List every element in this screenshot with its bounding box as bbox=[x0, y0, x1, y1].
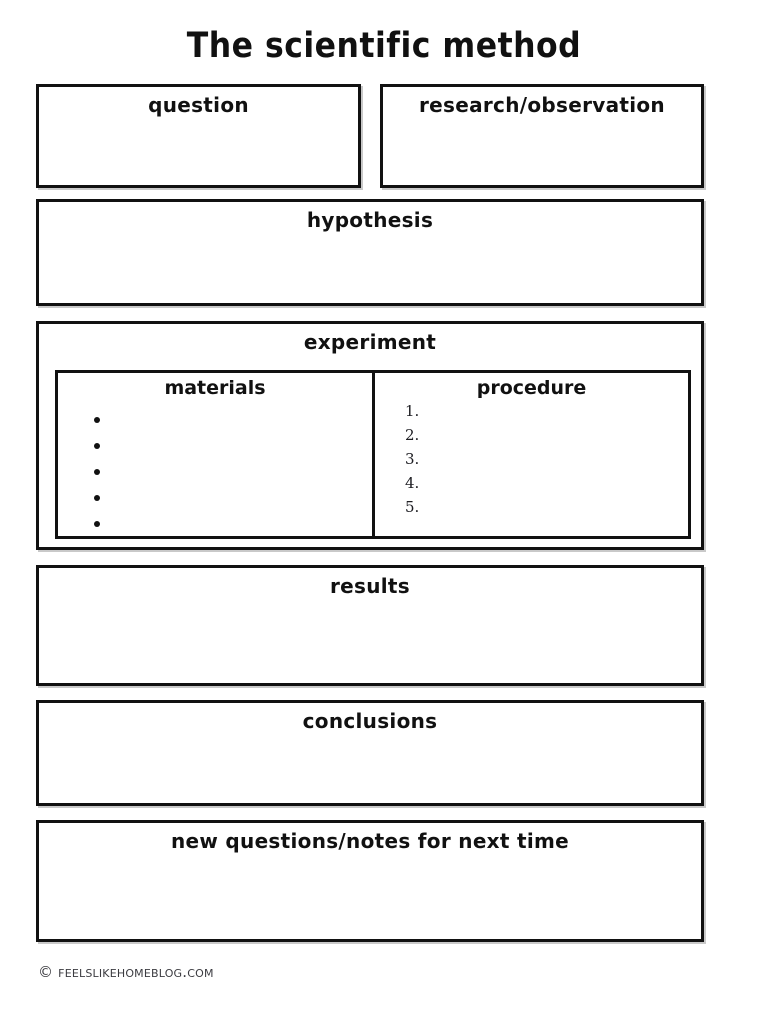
bullet-icon bbox=[94, 495, 100, 501]
materials-bullet-list bbox=[94, 407, 344, 537]
list-item[interactable]: 2. bbox=[405, 423, 655, 447]
procedure-box[interactable]: procedure 1. 2. 3. 4. bbox=[375, 370, 691, 539]
materials-write-line[interactable] bbox=[108, 407, 344, 433]
list-item[interactable]: 4. bbox=[405, 471, 655, 495]
new-questions-box[interactable]: new questions/notes for next time bbox=[36, 820, 704, 942]
hypothesis-box[interactable]: hypothesis bbox=[36, 199, 704, 306]
research-observation-box[interactable]: research/observation bbox=[380, 84, 704, 188]
question-box[interactable]: question bbox=[36, 84, 361, 188]
results-box[interactable]: results bbox=[36, 565, 704, 686]
procedure-number-list: 1. 2. 3. 4. 5. bbox=[405, 399, 655, 519]
materials-label: materials bbox=[164, 377, 266, 399]
procedure-write-line[interactable] bbox=[427, 471, 655, 495]
new-questions-label: new questions/notes for next time bbox=[170, 829, 570, 853]
experiment-box: experiment materials bbox=[36, 321, 704, 550]
bullet-icon bbox=[94, 417, 100, 423]
procedure-write-line[interactable] bbox=[427, 447, 655, 471]
conclusions-label: conclusions bbox=[302, 709, 438, 733]
list-item[interactable] bbox=[94, 459, 344, 485]
results-write-area[interactable] bbox=[43, 602, 697, 679]
experiment-label: experiment bbox=[303, 330, 437, 354]
research-observation-write-area[interactable] bbox=[387, 121, 697, 181]
list-item[interactable]: 5. bbox=[405, 495, 655, 519]
materials-box[interactable]: materials bbox=[55, 370, 375, 539]
research-observation-label: research/observation bbox=[419, 93, 665, 117]
conclusions-box[interactable]: conclusions bbox=[36, 700, 704, 806]
hypothesis-label: hypothesis bbox=[306, 208, 434, 232]
question-write-area[interactable] bbox=[43, 121, 354, 181]
procedure-number: 5. bbox=[405, 498, 420, 516]
procedure-write-line[interactable] bbox=[427, 399, 655, 423]
materials-write-line[interactable] bbox=[108, 433, 344, 459]
conclusions-write-area[interactable] bbox=[43, 737, 697, 799]
procedure-label: procedure bbox=[476, 377, 587, 399]
procedure-number: 3. bbox=[405, 450, 420, 468]
procedure-write-line[interactable] bbox=[427, 423, 655, 447]
footer-credit: © feelslikehomeblog.com bbox=[38, 963, 214, 981]
procedure-number: 2. bbox=[405, 426, 420, 444]
bullet-icon bbox=[94, 521, 100, 527]
list-item[interactable]: 3. bbox=[405, 447, 655, 471]
procedure-write-line[interactable] bbox=[427, 495, 655, 519]
list-item[interactable] bbox=[94, 485, 344, 511]
bullet-icon bbox=[94, 469, 100, 475]
procedure-number: 1. bbox=[405, 402, 420, 420]
list-item[interactable] bbox=[94, 407, 344, 433]
bullet-icon bbox=[94, 443, 100, 449]
materials-write-line[interactable] bbox=[108, 511, 344, 537]
question-label: question bbox=[148, 93, 249, 117]
results-label: results bbox=[330, 574, 410, 598]
list-item[interactable]: 1. bbox=[405, 399, 655, 423]
procedure-number: 4. bbox=[405, 474, 420, 492]
materials-write-line[interactable] bbox=[108, 459, 344, 485]
page-title: The scientific method bbox=[186, 26, 582, 66]
hypothesis-write-area[interactable] bbox=[43, 236, 697, 299]
list-item[interactable] bbox=[94, 433, 344, 459]
new-questions-write-area[interactable] bbox=[43, 857, 697, 935]
list-item[interactable] bbox=[94, 511, 344, 537]
materials-write-line[interactable] bbox=[108, 485, 344, 511]
